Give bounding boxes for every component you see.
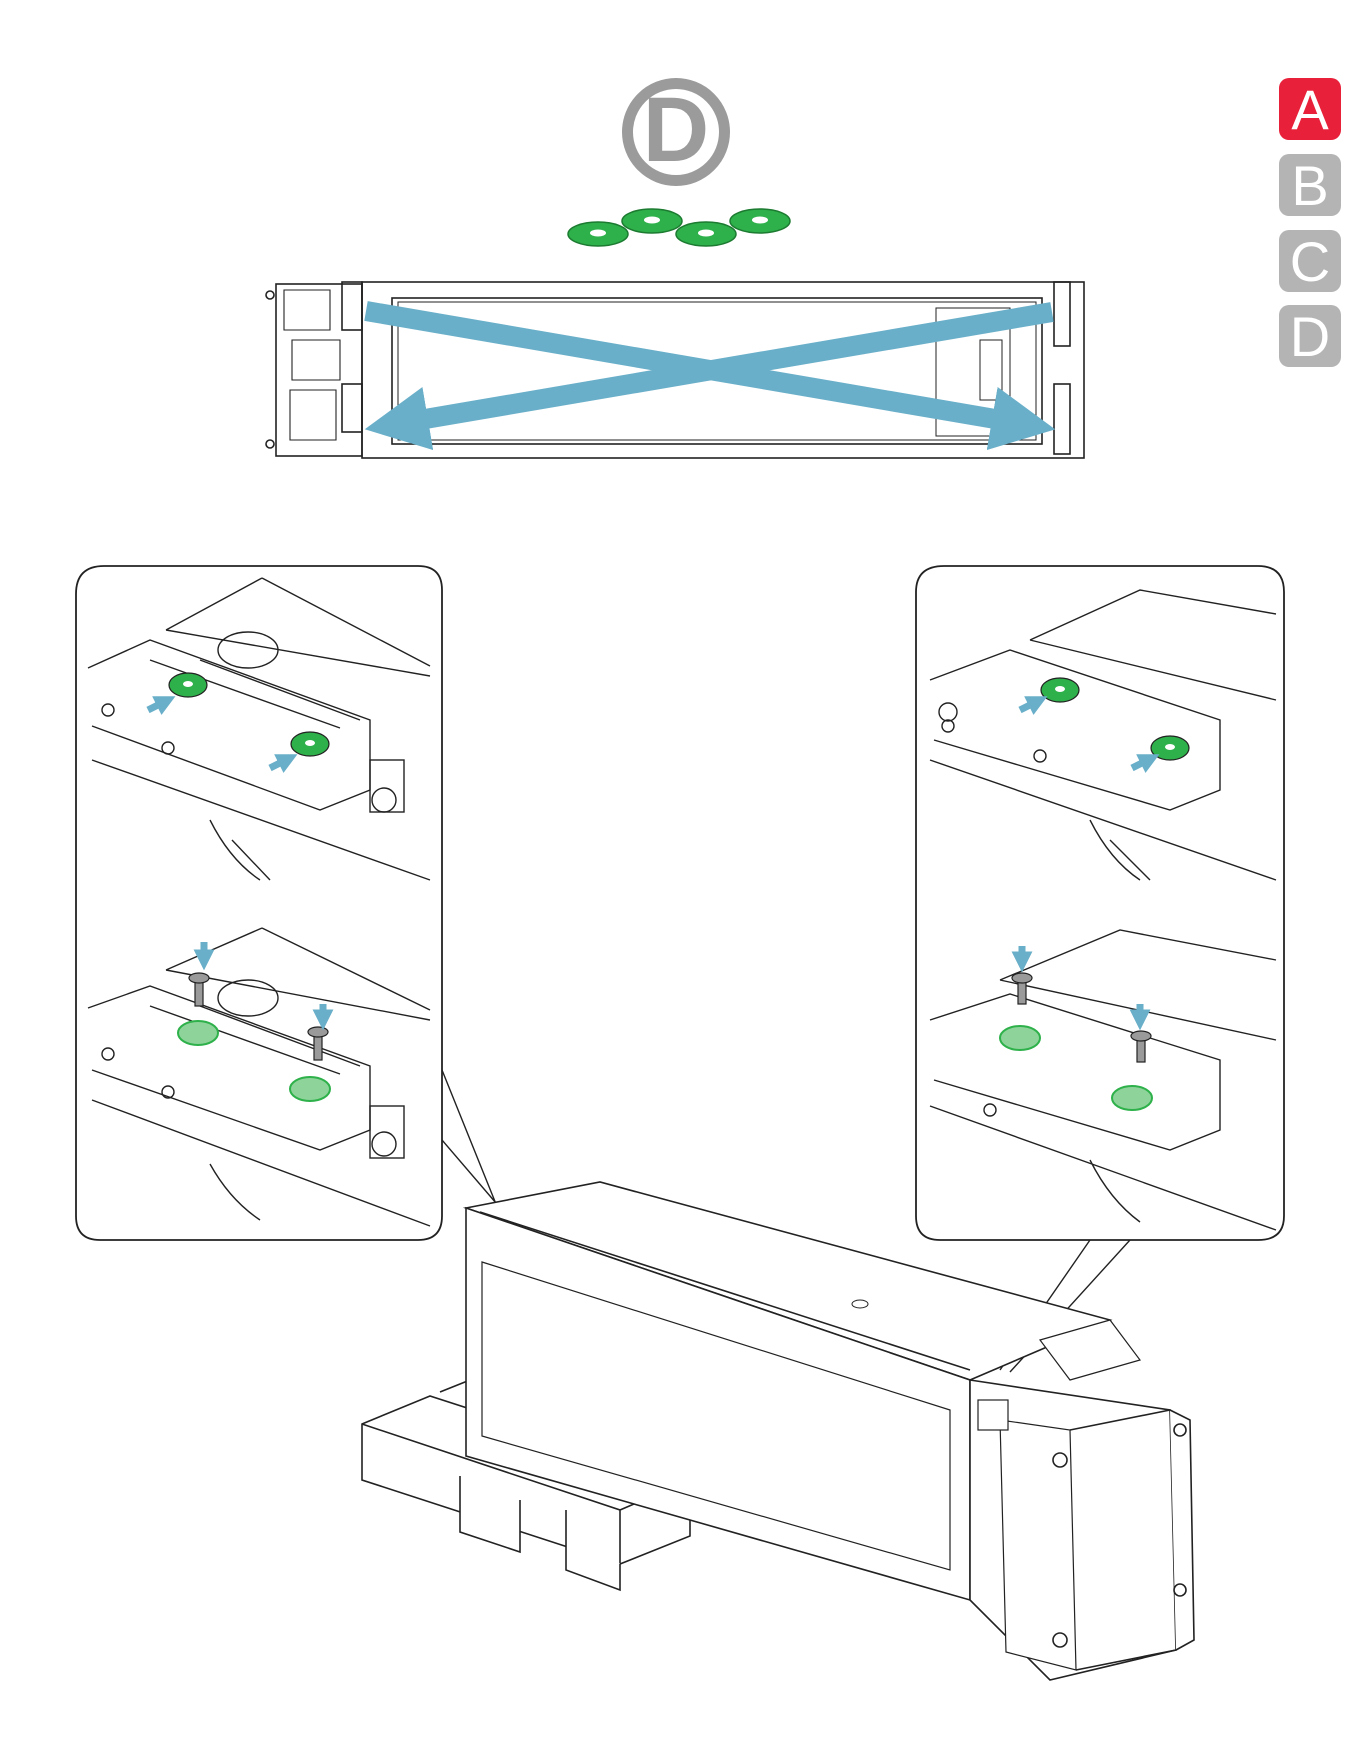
washer-set [568,209,790,246]
chassis-3d-view [466,1182,1194,1680]
washer-icon [730,209,790,233]
washer-icon [676,222,736,246]
left-detail-callout [76,566,442,1240]
tightening-sequence-arrows [366,311,1052,425]
right-detail-callout [916,566,1284,1240]
washer-icon [622,209,682,233]
washer-icon [568,222,628,246]
